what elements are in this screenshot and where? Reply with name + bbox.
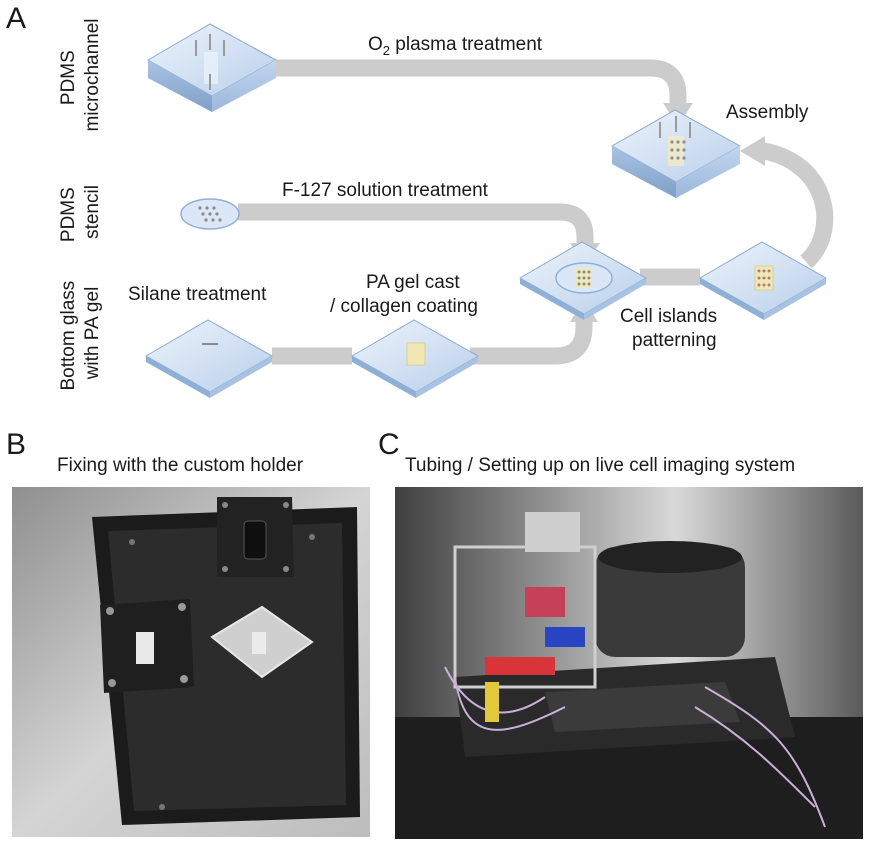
flow-arrows	[238, 59, 834, 365]
yellow-tape	[485, 682, 499, 722]
assembled-device-block	[610, 109, 742, 198]
arrow-f127	[238, 203, 594, 248]
label-f127: F-127 solution treatment	[282, 180, 489, 201]
panel-c-title: Tubing / Setting up on live cell imaging…	[405, 455, 796, 476]
bottom-glass-with-stencil	[518, 241, 648, 320]
label-pa-gel-line2: / collagen coating	[330, 296, 478, 317]
arrowhead-assembly	[740, 136, 765, 166]
fabrication-workflow-diagram: O2 plasma treatment Assembly F-127 solut…	[58, 19, 834, 398]
holder-top-plate	[217, 497, 294, 577]
microscope-head	[595, 541, 745, 657]
custom-holder-tray	[92, 507, 360, 825]
panel-label-a: A	[6, 2, 27, 35]
holder-bottom-plate	[100, 599, 194, 693]
label-cell-islands-line2: patterning	[632, 330, 717, 351]
imaging-system-photo	[395, 487, 863, 839]
bottom-glass-patterned	[698, 241, 828, 320]
pdms-stencil-disc	[180, 198, 240, 230]
microscope-stage	[455, 657, 795, 757]
panel-b-title: Fixing with the custom holder	[57, 455, 304, 476]
pdms-microchannel-block	[146, 23, 278, 112]
panel-label-b: B	[6, 428, 27, 461]
arrow-o2-plasma	[265, 59, 687, 108]
bottom-glass-silane	[144, 319, 274, 398]
row-label-stencil: PDMS stencil	[58, 182, 103, 242]
label-silane: Silane treatment	[128, 284, 267, 305]
pdms-chip	[210, 605, 314, 679]
panel-label-c: C	[378, 428, 400, 461]
bottom-glass-pa-gel	[350, 319, 480, 398]
label-o2-plasma: O2 plasma treatment	[368, 34, 543, 58]
label-assembly: Assembly	[726, 102, 809, 123]
arrow-assembly	[756, 141, 834, 269]
row-label-microchannel: PDMS microchannel	[58, 19, 103, 132]
holder-photo	[12, 487, 370, 837]
row-label-bottom-glass: Bottom glass with PA gel	[58, 275, 103, 390]
label-pa-gel-line1: PA gel cast	[366, 272, 460, 293]
tube-rack	[453, 512, 597, 689]
arrow-pagel	[470, 315, 593, 365]
label-cell-islands-line1: Cell islands	[620, 306, 717, 327]
